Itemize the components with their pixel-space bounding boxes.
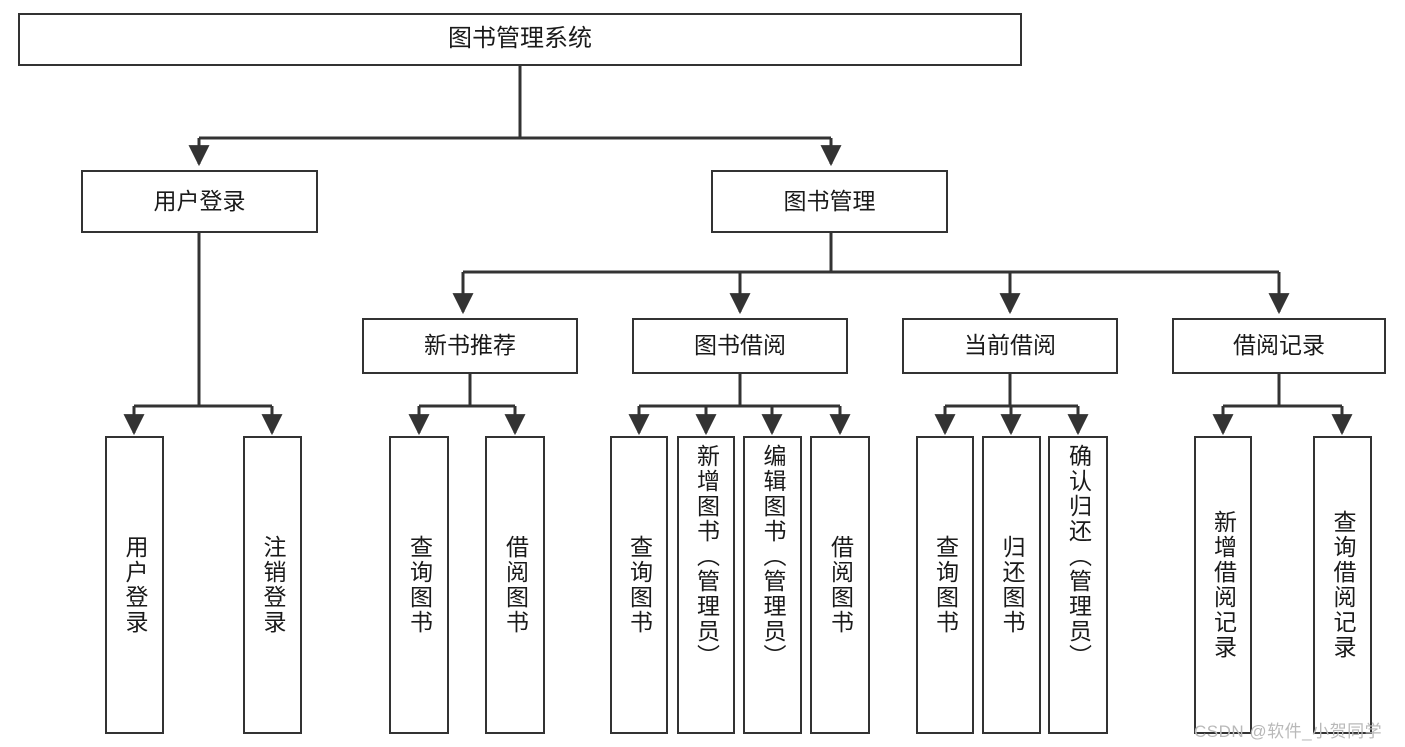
leaf-logout[interactable]: 注销登录: [243, 436, 302, 734]
node-new-book-recommend[interactable]: 新书推荐: [362, 318, 578, 374]
node-label: 查询图书: [932, 535, 959, 635]
leaf-confirm-return-admin[interactable]: 确认归还（管理员）: [1048, 436, 1108, 734]
node-label: 当前借阅: [964, 332, 1056, 359]
node-label: 图书管理系统: [448, 25, 592, 53]
node-label: 新增图书（管理员）: [693, 444, 720, 669]
node-label: 借阅图书: [827, 535, 854, 635]
node-label: 图书管理: [783, 187, 876, 214]
node-label: 注销登录: [260, 535, 286, 635]
node-label: 确认归还（管理员）: [1065, 444, 1092, 669]
leaf-return-book[interactable]: 归还图书: [982, 436, 1041, 734]
leaf-borrow-book-new[interactable]: 借阅图书: [485, 436, 545, 734]
leaf-query-book-borrow[interactable]: 查询图书: [610, 436, 668, 734]
leaf-query-book-new[interactable]: 查询图书: [389, 436, 449, 734]
node-label: 用户登录: [122, 535, 148, 635]
node-current-borrow[interactable]: 当前借阅: [902, 318, 1118, 374]
node-label: 新增借阅记录: [1210, 510, 1237, 660]
node-label: 查询图书: [406, 535, 433, 635]
leaf-edit-book-admin[interactable]: 编辑图书（管理员）: [743, 436, 802, 734]
node-borrow-record[interactable]: 借阅记录: [1172, 318, 1386, 374]
node-label: 图书借阅: [694, 332, 786, 359]
leaf-add-book-admin[interactable]: 新增图书（管理员）: [677, 436, 735, 734]
node-book-borrow[interactable]: 图书借阅: [632, 318, 848, 374]
leaf-borrow-book[interactable]: 借阅图书: [810, 436, 870, 734]
node-label: 借阅记录: [1233, 332, 1325, 359]
node-label: 归还图书: [999, 535, 1025, 635]
leaf-query-borrow-record[interactable]: 查询借阅记录: [1313, 436, 1372, 734]
node-label: 查询借阅记录: [1330, 510, 1356, 660]
node-user-login[interactable]: 用户登录: [81, 170, 318, 233]
node-root-system[interactable]: 图书管理系统: [18, 13, 1022, 66]
node-book-management[interactable]: 图书管理: [711, 170, 948, 233]
node-label: 借阅图书: [502, 535, 529, 635]
node-label: 用户登录: [153, 187, 246, 214]
leaf-add-borrow-record[interactable]: 新增借阅记录: [1194, 436, 1252, 734]
node-label: 编辑图书（管理员）: [760, 444, 786, 669]
leaf-query-book-current[interactable]: 查询图书: [916, 436, 974, 734]
leaf-user-login[interactable]: 用户登录: [105, 436, 164, 734]
node-label: 新书推荐: [424, 332, 516, 359]
node-label: 查询图书: [626, 535, 653, 635]
